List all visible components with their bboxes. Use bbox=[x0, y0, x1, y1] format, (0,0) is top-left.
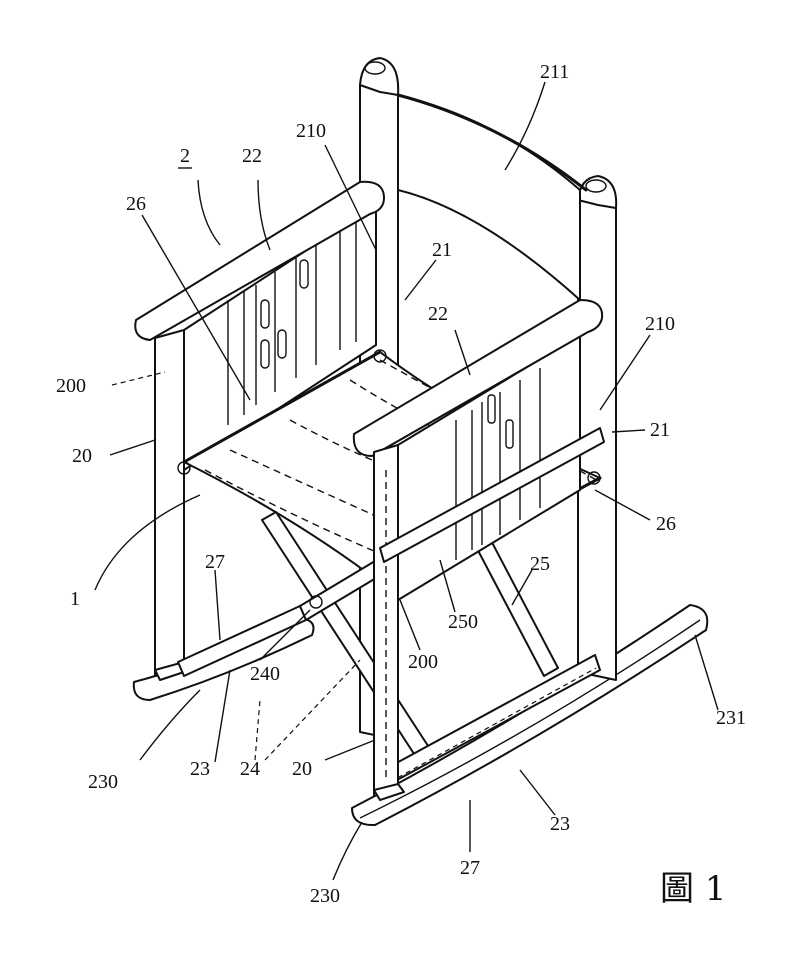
figure-caption: 圖 1 bbox=[660, 869, 726, 909]
label-25: 25 bbox=[530, 553, 550, 575]
label-211: 211 bbox=[540, 61, 569, 83]
reference-labels: 211 2 22 210 26 21 22 210 200 20 21 26 1… bbox=[56, 61, 746, 907]
label-200-right: 200 bbox=[408, 651, 438, 673]
front-bar bbox=[379, 427, 605, 563]
label-2: 2 bbox=[180, 145, 190, 167]
label-21-right: 21 bbox=[650, 419, 670, 441]
pivot-240 bbox=[309, 595, 323, 609]
base-rail-right bbox=[379, 654, 601, 787]
front-post-right bbox=[373, 444, 405, 801]
label-23-left: 23 bbox=[190, 758, 210, 780]
label-26-right: 26 bbox=[656, 513, 676, 535]
label-1: 1 bbox=[70, 588, 80, 610]
leader-lines bbox=[94, 81, 719, 881]
label-22-left: 22 bbox=[242, 145, 262, 167]
label-200-left: 200 bbox=[56, 375, 86, 397]
label-22-right: 22 bbox=[428, 303, 448, 325]
label-250: 250 bbox=[448, 611, 478, 633]
label-27-right: 27 bbox=[460, 857, 480, 879]
front-post-left bbox=[154, 329, 191, 681]
label-240: 240 bbox=[250, 663, 280, 685]
label-20-left: 20 bbox=[72, 445, 92, 467]
label-230-left: 230 bbox=[88, 771, 118, 793]
label-20-right: 20 bbox=[292, 758, 312, 780]
back-post-right bbox=[577, 175, 618, 681]
label-23-right: 23 bbox=[550, 813, 570, 835]
armrest-left bbox=[134, 180, 385, 341]
label-230-right: 230 bbox=[310, 885, 340, 907]
armrest-right bbox=[352, 299, 604, 457]
label-26-left: 26 bbox=[126, 193, 146, 215]
label-210-left: 210 bbox=[296, 120, 326, 142]
label-24: 24 bbox=[240, 758, 260, 780]
label-210-right: 210 bbox=[645, 313, 675, 335]
label-231: 231 bbox=[716, 707, 746, 729]
label-21-left: 21 bbox=[432, 239, 452, 261]
backrest-panel bbox=[396, 93, 588, 301]
label-27-left: 27 bbox=[205, 551, 225, 573]
